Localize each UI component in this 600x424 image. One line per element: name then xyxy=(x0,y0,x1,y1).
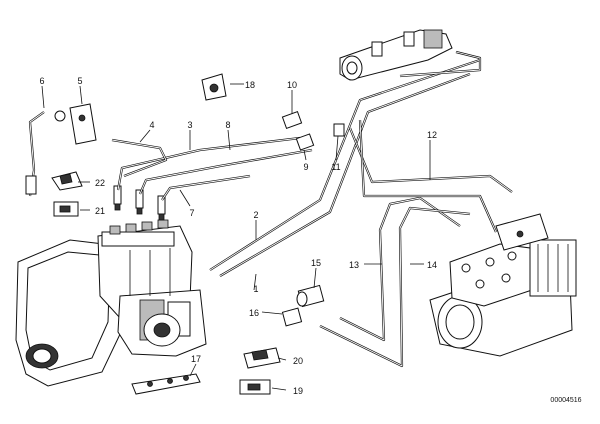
hydraulic-unit-left xyxy=(15,219,207,387)
callout-16: 16 xyxy=(249,308,259,318)
pipe-fittings-cluster xyxy=(113,185,166,221)
callout-8: 8 xyxy=(225,120,230,130)
reference-number: 00004516 xyxy=(550,397,581,404)
callout-6: 6 xyxy=(39,76,44,86)
callout-4: 4 xyxy=(149,120,154,130)
callout-labels: 1 2 3 4 5 6 7 8 9 10 11 12 13 14 15 16 1… xyxy=(39,76,581,404)
callout-11: 11 xyxy=(331,162,340,172)
abs-pressure-unit xyxy=(429,213,577,357)
bracket-17 xyxy=(131,373,201,395)
union-9 xyxy=(295,133,315,151)
clip-19 xyxy=(239,379,271,395)
callout-22: 22 xyxy=(95,178,105,188)
callout-20: 20 xyxy=(293,356,303,366)
fitting-16 xyxy=(281,307,303,327)
callout-1: 1 xyxy=(253,284,258,294)
callout-18: 18 xyxy=(245,80,255,90)
master-cylinder xyxy=(339,29,453,81)
brake-pipes xyxy=(111,50,513,368)
callout-7: 7 xyxy=(189,208,194,218)
callout-19: 19 xyxy=(293,386,303,396)
callout-10: 10 xyxy=(287,80,297,90)
callout-15: 15 xyxy=(311,258,321,268)
callout-14: 14 xyxy=(427,260,437,270)
callout-5: 5 xyxy=(77,76,82,86)
leader-lines xyxy=(41,83,431,391)
callout-17: 17 xyxy=(191,354,201,364)
grommet-18 xyxy=(201,73,227,101)
callout-3: 3 xyxy=(187,120,192,130)
fitting-15 xyxy=(296,284,325,308)
clip-21 xyxy=(53,201,79,217)
union-10 xyxy=(281,110,303,130)
sensor-and-bracket xyxy=(25,103,97,197)
callout-21: 21 xyxy=(95,206,105,216)
clip-22 xyxy=(51,171,83,191)
clip-20 xyxy=(243,347,281,369)
fitting-11 xyxy=(333,123,345,137)
callout-9: 9 xyxy=(303,162,308,172)
callout-12: 12 xyxy=(427,130,437,140)
callout-13: 13 xyxy=(349,260,359,270)
callout-2: 2 xyxy=(253,210,258,220)
